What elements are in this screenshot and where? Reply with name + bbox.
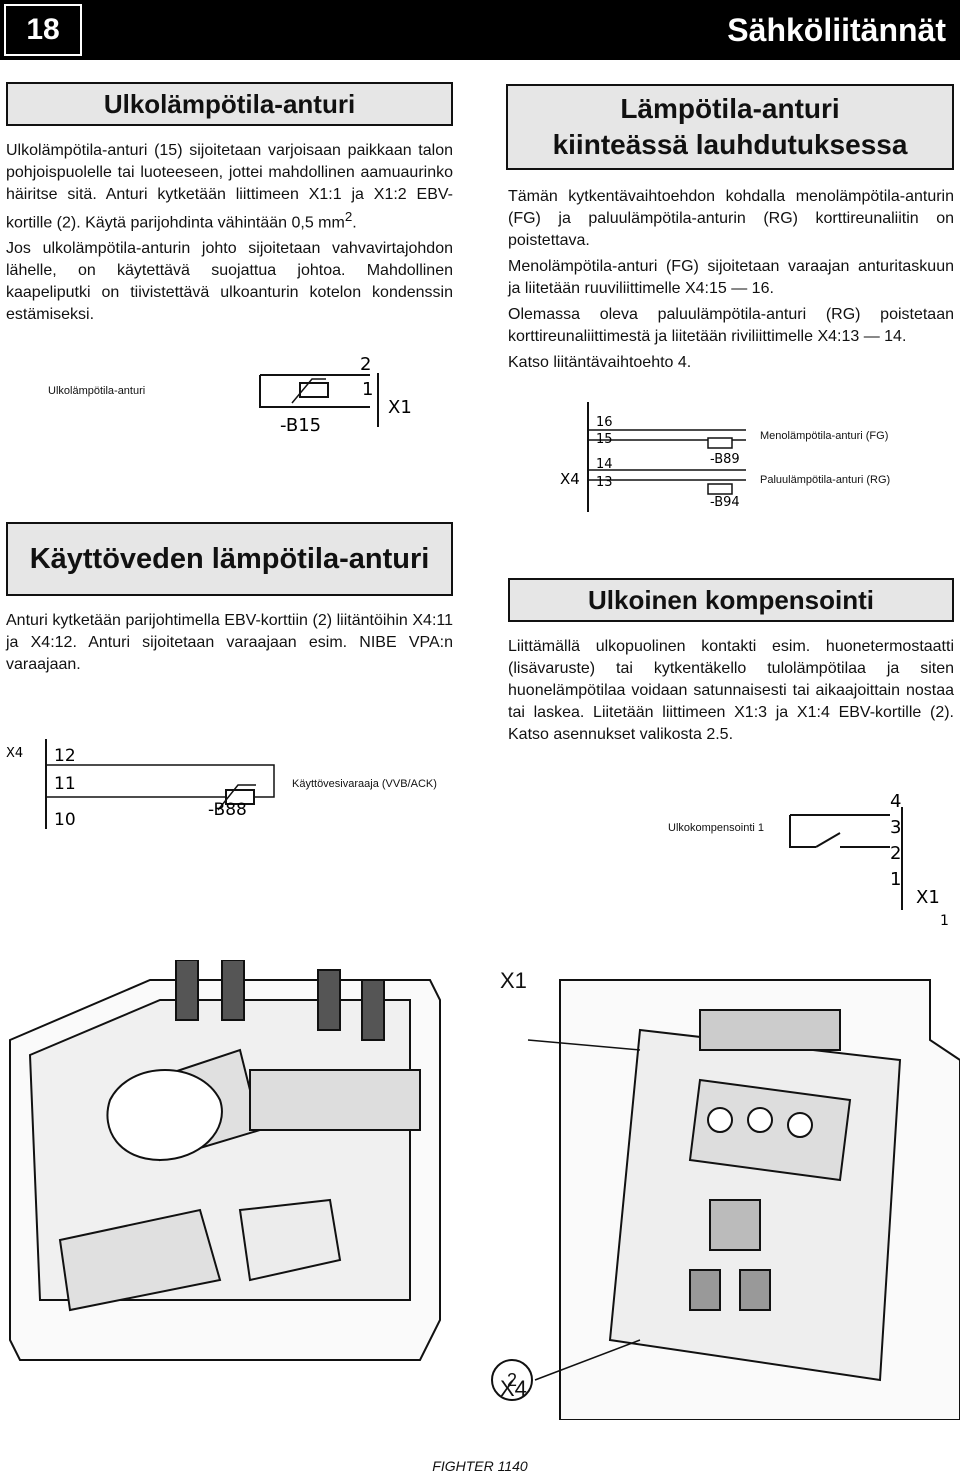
installation-illustration — [9, 960, 960, 1420]
page-title: Sähköliitännät — [727, 11, 946, 48]
page-number: 18 — [4, 4, 82, 56]
fixed-term-14: 14 — [596, 457, 613, 472]
hotwater-connector: X4 — [6, 746, 23, 761]
outdoor-paragraph-1: Ulkolämpötila-anturi (15) sijoitetaan va… — [6, 140, 453, 234]
compensation-term-3: 3 — [890, 817, 901, 838]
outdoor-paragraph-2: Jos ulkolämpötila-anturin johto sijoitet… — [6, 240, 453, 324]
fixed-sensor-diagram: 16 15 14 13 X4 -B89 -B94 — [560, 402, 746, 512]
hotwater-paragraph-1: Anturi kytketään parijohtimella EBV-kort… — [6, 612, 453, 673]
hotwater-sensor-diagram: X4 12 11 10 -B88 — [6, 739, 275, 830]
hotwater-sensor-text: Anturi kytketään parijohtimella EBV-kort… — [6, 610, 453, 680]
outdoor-sensor-text: Ulkolämpötila-anturi (15) sijoitetaan va… — [6, 140, 453, 330]
fixed-paragraph-2: Menolämpötila-anturi (FG) sijoitetaan va… — [508, 258, 954, 297]
outdoor-diagram-label: Ulkolämpötila-anturi — [48, 385, 146, 397]
fixed-connector: X4 — [560, 470, 580, 488]
hotwater-term-10: 10 — [54, 810, 76, 830]
hotwater-term-11: 11 — [54, 774, 76, 794]
compensation-diagram: 4 3 2 1 X1 1 — [789, 791, 949, 929]
footer-model: FIGHTER 1140 — [432, 1458, 528, 1474]
hotwater-sensor-heading: Käyttöveden lämpötila-anturi — [6, 522, 453, 596]
fixed-sensor-text: Tämän kytkentävaihtoehdon kohdalla menol… — [508, 186, 954, 378]
fixed-paragraph-1: Tämän kytkentävaihtoehdon kohdalla menol… — [508, 188, 954, 249]
outdoor-sensor-diagram: 2 1 X1 -B15 — [259, 354, 412, 436]
outdoor-term-top: 2 — [360, 354, 371, 375]
outdoor-p1-text: Ulkolämpötila-anturi (15) sijoitetaan va… — [6, 142, 453, 232]
fixed-heading-line1: Lämpötila-anturi — [620, 93, 840, 124]
compensation-term-2: 2 — [890, 843, 901, 864]
compensation-term-4: 4 — [890, 791, 901, 812]
fixed-label-rg: Paluulämpötila-anturi (RG) — [760, 474, 891, 486]
hotwater-sensor-id: -B88 — [208, 800, 247, 820]
outdoor-sensor-id: -B15 — [280, 415, 321, 436]
compensation-term-1: 1 — [890, 869, 901, 890]
outdoor-connector: X1 — [388, 397, 412, 418]
compensation-connector: X1 — [916, 887, 940, 908]
fixed-term-16: 16 — [596, 415, 613, 430]
fixed-heading-line2: kiinteässä lauhdutuksessa — [552, 129, 908, 160]
fixed-term-15: 15 — [596, 432, 613, 447]
hotwater-term-12: 12 — [54, 746, 76, 766]
outdoor-p1-end: . — [352, 214, 357, 232]
fixed-label-fg: Menolämpötila-anturi (FG) — [760, 430, 889, 442]
fixed-paragraph-3: Olemassa oleva paluulämpötila-anturi (RG… — [508, 306, 954, 345]
outdoor-p1-sup: 2 — [344, 209, 353, 224]
compensation-heading: Ulkoinen kompensointi — [508, 578, 954, 622]
fixed-sensor-heading: Lämpötila-anturi kiinteässä lauhdutukses… — [506, 84, 954, 170]
outdoor-sensor-heading: Ulkolämpötila-anturi — [6, 82, 453, 126]
fixed-sensor-b94: -B94 — [710, 495, 740, 510]
compensation-diagram-label: Ulkokompensointi 1 — [668, 822, 764, 834]
outdoor-term-bottom: 1 — [362, 379, 373, 400]
fixed-paragraph-4: Katso liitäntävaihtoehto 4. — [508, 354, 692, 371]
compensation-side-term: 1 — [940, 913, 949, 929]
illustration-label-x4: X4 — [500, 1376, 527, 1401]
compensation-paragraph-1: Liittämällä ulkopuolinen kontakti esim. … — [508, 638, 954, 743]
illustration-label-2: 2 — [506, 1370, 517, 1390]
compensation-text: Liittämällä ulkopuolinen kontakti esim. … — [508, 636, 954, 750]
header-bar — [0, 0, 960, 60]
fixed-sensor-b89: -B89 — [710, 452, 740, 467]
illustration-label-x1: X1 — [500, 968, 527, 993]
fixed-term-13: 13 — [596, 475, 613, 490]
hotwater-diagram-label: Käyttövesivaraaja (VVB/ACK) — [292, 778, 437, 790]
